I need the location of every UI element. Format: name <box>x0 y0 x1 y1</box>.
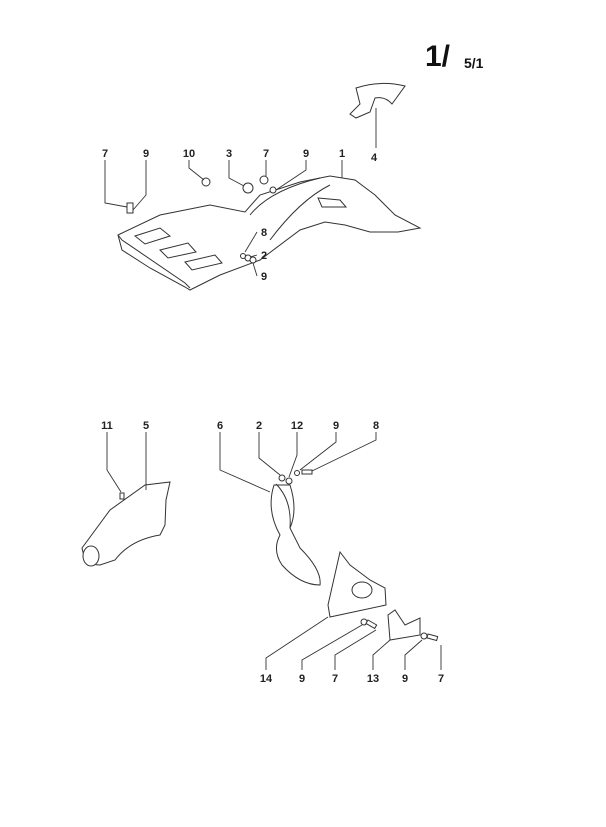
callout-4: 4 <box>371 152 378 164</box>
callout-9: 9 <box>333 420 339 432</box>
part-9-washer <box>294 470 300 476</box>
part-9-washer <box>269 186 277 194</box>
callout-2: 2 <box>256 420 262 432</box>
part-9-washer <box>420 632 428 640</box>
floor-cutout <box>184 254 223 271</box>
tunnel-cutout <box>317 197 348 208</box>
page-ref-sub: 5/1 <box>464 55 484 71</box>
part-11-fastener <box>119 492 125 500</box>
top-assembly: 7 9 10 3 7 9 1 4 8 2 9 <box>102 82 422 291</box>
callout-9: 9 <box>261 271 267 283</box>
part-7-bolt <box>365 619 378 630</box>
page-reference: 1/ 5/1 <box>425 40 484 73</box>
callout-7: 7 <box>102 148 108 160</box>
callout-9: 9 <box>402 673 408 685</box>
callout-7: 7 <box>438 673 444 685</box>
callout-9: 9 <box>303 148 309 160</box>
callout-12: 12 <box>291 420 303 432</box>
floor-cutout <box>133 227 172 245</box>
callout-8: 8 <box>261 227 267 239</box>
callout-8: 8 <box>373 420 379 432</box>
callout-9: 9 <box>143 148 149 160</box>
bottom-right-assembly: 6 2 12 9 8 14 9 7 13 9 7 <box>217 420 444 685</box>
callout-11: 11 <box>101 420 113 432</box>
page-ref-main: 1/ <box>425 40 451 73</box>
callout-10: 10 <box>183 148 195 160</box>
callout-5: 5 <box>143 420 149 432</box>
bottom-left-assembly: 11 5 <box>81 420 171 567</box>
callout-9: 9 <box>299 673 305 685</box>
part-7-bolt <box>259 175 269 185</box>
callout-3: 3 <box>226 148 232 160</box>
callout-7: 7 <box>332 673 338 685</box>
callout-2: 2 <box>261 250 267 262</box>
part-6-hose <box>270 484 321 586</box>
callout-1: 1 <box>339 148 345 160</box>
floor-cutout <box>159 242 197 259</box>
callout-13: 13 <box>367 673 379 685</box>
part-4-bracket <box>349 82 406 119</box>
part-9-washer <box>249 256 257 264</box>
part-3-nut <box>242 182 254 194</box>
part-14-bracket <box>327 550 387 618</box>
callout-7: 7 <box>263 148 269 160</box>
part-2-clip <box>278 474 286 482</box>
callout-6: 6 <box>217 420 223 432</box>
part-7-bolt <box>126 202 134 214</box>
part-9-washer <box>360 618 368 626</box>
part-7-bolt <box>426 633 439 642</box>
callout-14: 14 <box>260 673 273 685</box>
part-13-plate <box>387 609 421 641</box>
duct-opening <box>82 545 100 567</box>
part-12-nut <box>285 477 293 485</box>
part-8-screw <box>301 469 313 475</box>
